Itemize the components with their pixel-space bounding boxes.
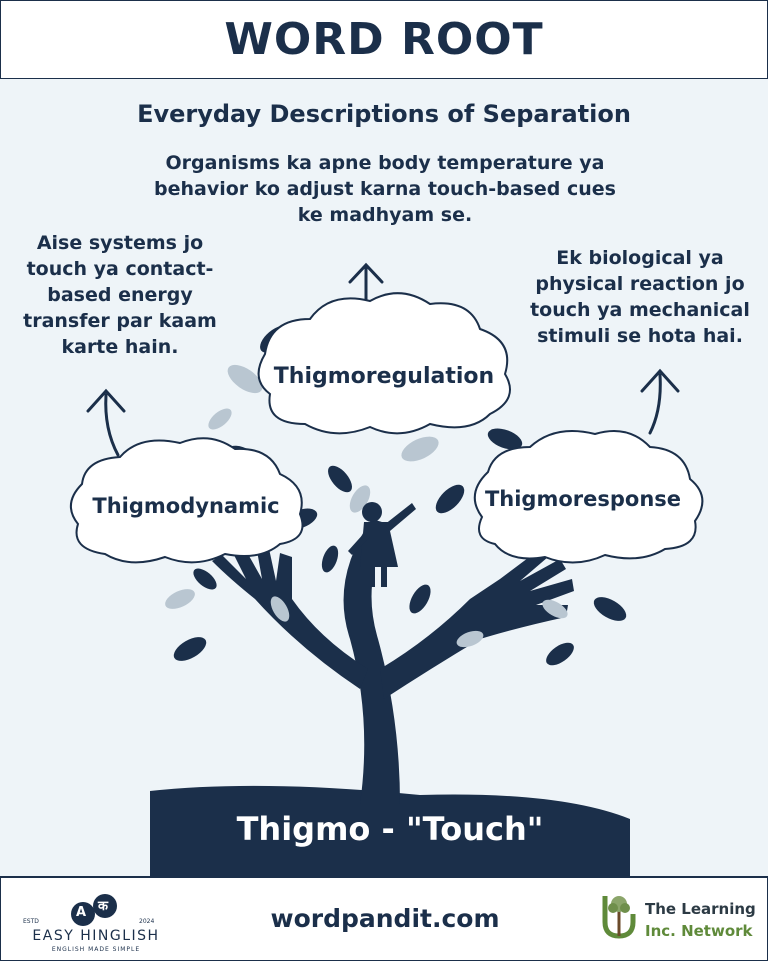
- site-link[interactable]: wordpandit.com: [270, 904, 500, 933]
- word-left-label: Thigmodynamic: [92, 494, 280, 518]
- footer: A क ESTD 2024 EASY HINGLISH ENGLISH MADE…: [0, 876, 768, 961]
- root-label: Thigmo - "Touch": [236, 810, 544, 848]
- description-left: Aise systems jo touch ya contact-based e…: [23, 232, 217, 358]
- logo-line2: Inc. Network: [645, 922, 753, 940]
- word-right-label: Thigmoresponse: [484, 487, 682, 511]
- cloud-right: [473, 430, 704, 564]
- logo-name: EASY HINGLISH: [32, 928, 160, 944]
- easy-hinglish-logo: A क ESTD 2024 EASY HINGLISH ENGLISH MADE…: [21, 888, 171, 954]
- cloud-left: [70, 437, 304, 564]
- logo-estd: ESTD: [23, 918, 39, 925]
- child-figure: [348, 502, 416, 587]
- word-center-label: Thigmoregulation: [273, 364, 495, 389]
- logo-line1: The Learning: [645, 900, 756, 918]
- tree-trunk: [343, 519, 400, 804]
- page-title: WORD ROOT: [224, 14, 544, 65]
- tree-illustration: [70, 262, 704, 876]
- root-ground: [150, 785, 630, 876]
- badge-a: A: [76, 905, 87, 920]
- description-top: Organisms ka apne body temperature ya be…: [154, 152, 616, 226]
- description-right: Ek biological ya physical reaction jo to…: [530, 247, 750, 347]
- speech-bubble-icon: [71, 894, 117, 926]
- subtitle: Everyday Descriptions of Separation: [137, 100, 631, 128]
- right-hand-branch: [380, 549, 574, 699]
- logo-year: 2024: [139, 918, 155, 925]
- badge-b: क: [98, 899, 108, 914]
- tree-logo-icon: [602, 896, 636, 939]
- left-hand-branch: [212, 544, 368, 689]
- logo-tagline: ENGLISH MADE SIMPLE: [51, 946, 141, 953]
- cloud-center: [257, 292, 511, 435]
- learning-network-logo: The Learning Inc. Network: [599, 890, 759, 950]
- header-banner: WORD ROOT: [0, 0, 768, 80]
- arrow-up-right-icon: [640, 368, 680, 435]
- arrow-up-left-icon: [86, 388, 126, 457]
